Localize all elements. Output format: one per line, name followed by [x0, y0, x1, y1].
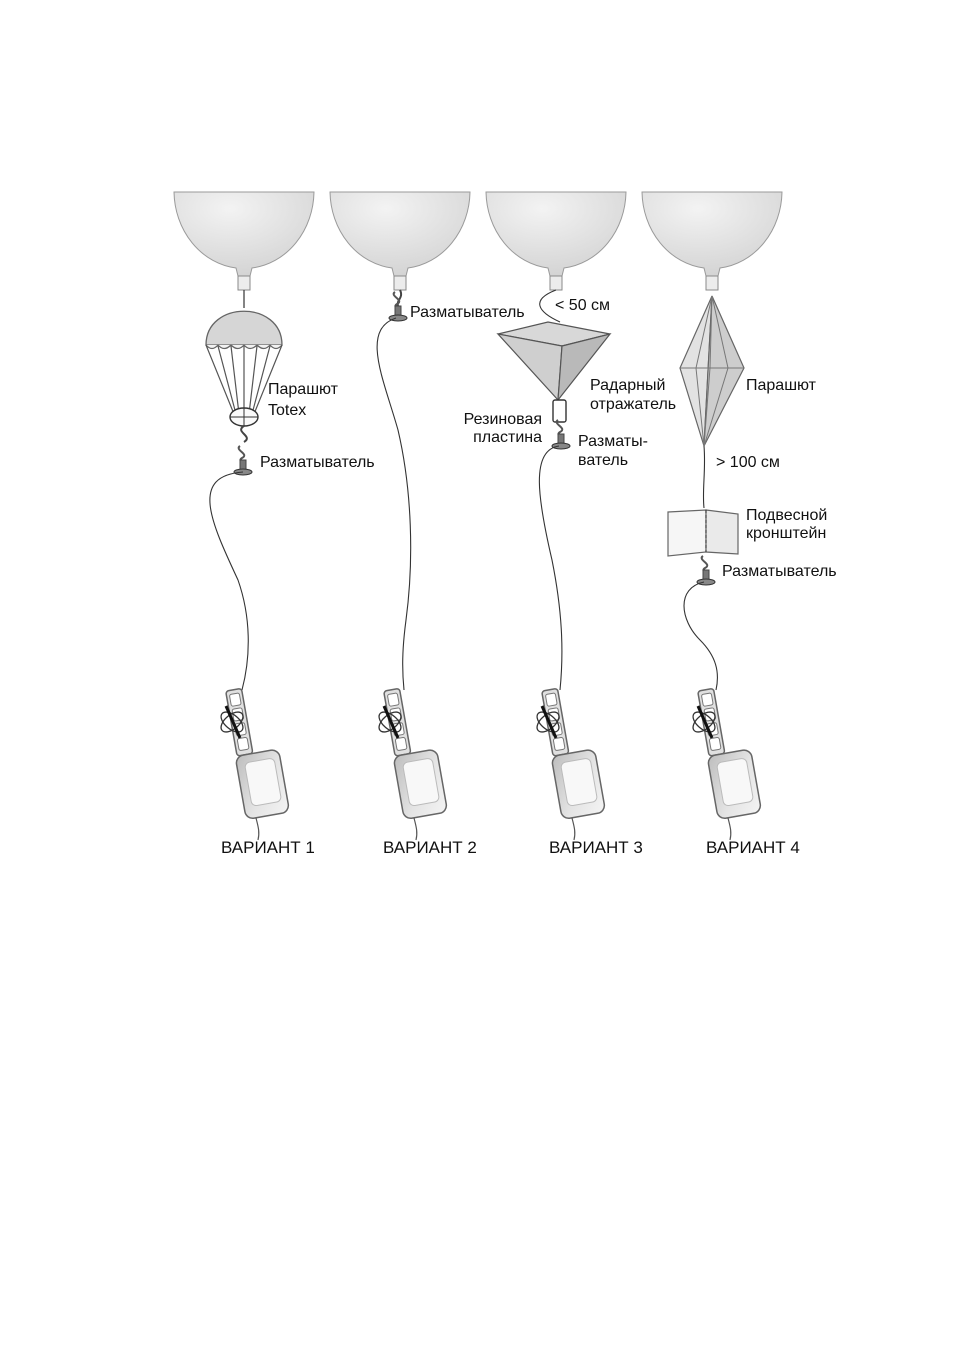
v4-unwinder-label: Разматыватель: [722, 562, 837, 581]
v1-unwinder-label: Разматыватель: [260, 453, 375, 472]
variant-1-assembly: [174, 192, 314, 840]
v4-bracket-label-line2: кронштейн: [746, 524, 826, 543]
totex-parachute: [206, 311, 282, 442]
v3-rubber-label-line1: Резиновая: [452, 410, 542, 429]
balloon-2: [330, 192, 470, 290]
variant-1-title: ВАРИАНТ 1: [221, 838, 315, 857]
v3-distance-label: < 50 см: [555, 296, 610, 315]
v3-unwinder-label-line1: Разматы-: [578, 432, 648, 451]
v4-distance-label: > 100 см: [716, 453, 780, 472]
unwinder-4: [697, 556, 715, 585]
radiosonde-3: [534, 684, 606, 840]
variant-2-assembly: [330, 192, 470, 840]
balloon-3: [486, 192, 626, 290]
variant-4-title: ВАРИАНТ 4: [706, 838, 800, 857]
radiosonde-2: [376, 684, 448, 840]
v3-unwinder-label-line2: ватель: [578, 451, 628, 470]
v1-parachute-label-line1: Парашют: [268, 380, 338, 399]
v3-rubber-label-line2: пластина: [452, 428, 542, 447]
v2-unwinder-label: Разматыватель: [410, 303, 525, 322]
folded-parachute: [680, 296, 744, 446]
unwinder-3: [552, 420, 570, 449]
v1-parachute-label-line2: Totex: [268, 401, 306, 420]
variant-2-title: ВАРИАНТ 2: [383, 838, 477, 857]
suspension-bracket: [668, 510, 738, 556]
radiosonde-4: [690, 684, 762, 840]
rubber-plate: [553, 400, 566, 422]
v4-parachute-label: Парашют: [746, 376, 816, 395]
v4-bracket-label-line1: Подвесной: [746, 506, 827, 525]
v3-reflector-label-line1: Радарный: [590, 376, 665, 395]
variant-3-title: ВАРИАНТ 3: [549, 838, 643, 857]
balloon-1: [174, 192, 314, 290]
unwinder-1: [234, 446, 252, 475]
v3-reflector-label-line2: отражатель: [590, 395, 676, 414]
variant-3-assembly: [486, 192, 626, 840]
unwinder-2: [389, 292, 407, 321]
radiosonde-1: [218, 684, 290, 840]
balloon-4: [642, 192, 782, 290]
